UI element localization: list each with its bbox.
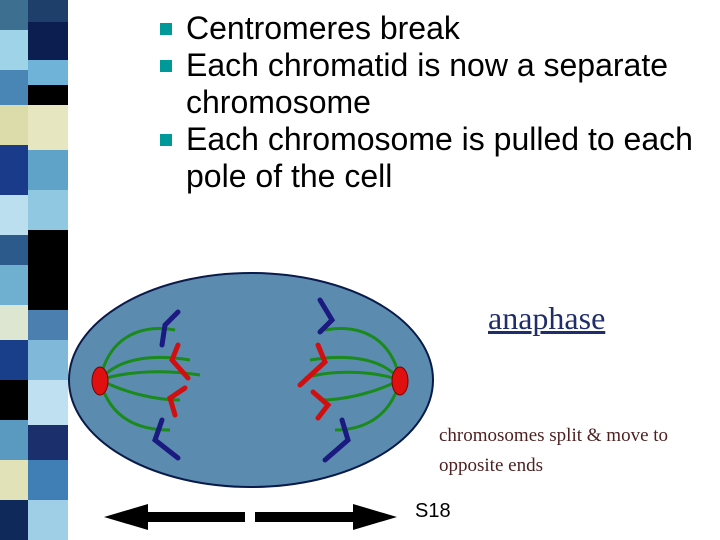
square-bullet-icon xyxy=(160,60,172,72)
slide-number: S18 xyxy=(415,500,451,522)
bullet-list: Centromeres break Each chromatid is now … xyxy=(160,10,700,195)
square-bullet-icon xyxy=(160,23,172,35)
centriole-left xyxy=(91,366,109,396)
bullet-text: Each chromatid is now a separate chromos… xyxy=(186,47,669,120)
square-bullet-icon xyxy=(160,134,172,146)
bullet-item: Centromeres break xyxy=(160,10,700,47)
bullet-text: Centromeres break xyxy=(186,10,460,46)
chromosomes-left xyxy=(152,309,191,461)
decorative-left-strip xyxy=(0,0,70,540)
bullet-text: Each chromosome is pulled to each pole o… xyxy=(186,121,693,194)
double-arrow-icon xyxy=(104,504,397,530)
diagram-caption: chromosomes split & move to opposite end… xyxy=(439,425,669,476)
bullet-item: Each chromatid is now a separate chromos… xyxy=(160,47,700,121)
bullet-item: Each chromosome is pulled to each pole o… xyxy=(160,121,700,195)
chromosomes-right xyxy=(297,297,351,463)
centriole-right xyxy=(391,366,409,396)
cell-body xyxy=(68,272,434,488)
diagram-title: anaphase xyxy=(488,300,606,336)
